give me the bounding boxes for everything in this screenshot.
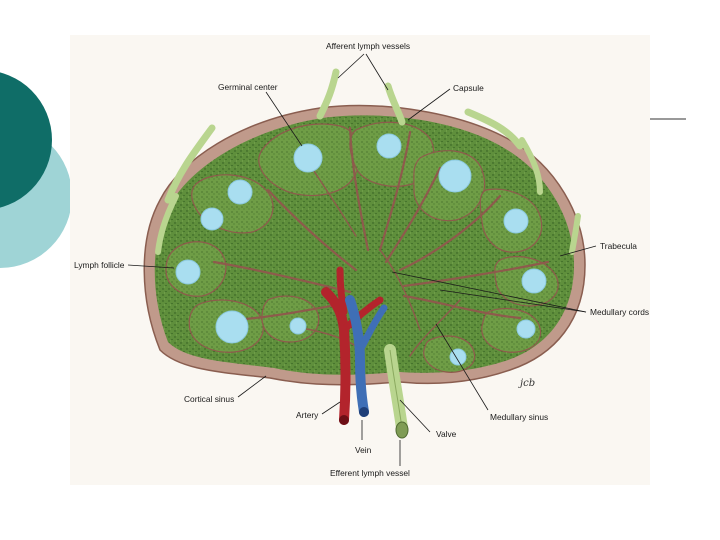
follicle bbox=[215, 310, 249, 344]
leader-lines bbox=[127, 53, 597, 466]
label-medullary-cords: Medullary cords bbox=[590, 307, 649, 317]
labels: Afferent lymph vessels Germinal center C… bbox=[74, 41, 649, 478]
follicle bbox=[521, 268, 547, 294]
label-artery: Artery bbox=[296, 410, 319, 420]
follicle bbox=[200, 207, 224, 231]
efferent-lymph-vessel bbox=[384, 344, 409, 439]
label-vein: Vein bbox=[355, 445, 372, 455]
valve bbox=[395, 421, 409, 439]
follicle bbox=[289, 317, 307, 335]
label-trabecula: Trabecula bbox=[600, 241, 637, 251]
label-cortical-sinus: Cortical sinus bbox=[184, 394, 234, 404]
follicle bbox=[376, 133, 402, 159]
lymph-node-illustration: jcb bbox=[70, 35, 650, 485]
artist-signature: jcb bbox=[518, 378, 535, 389]
vein bbox=[345, 295, 369, 417]
label-lymph-follicle: Lymph follicle bbox=[74, 260, 125, 270]
slide-decoration bbox=[0, 72, 72, 268]
label-germinal-center: Germinal center bbox=[218, 82, 278, 92]
trabeculae bbox=[212, 126, 550, 357]
blood-vessels bbox=[321, 266, 388, 425]
lymph-follicle bbox=[175, 259, 201, 285]
follicle bbox=[438, 159, 472, 193]
afferent-lymph-vessels bbox=[155, 68, 581, 255]
label-valve: Valve bbox=[436, 429, 457, 439]
label-capsule: Capsule bbox=[453, 83, 484, 93]
label-efferent-lymph-vessel: Efferent lymph vessel bbox=[330, 468, 410, 478]
follicle bbox=[516, 319, 536, 339]
decor-circle-dark bbox=[0, 72, 52, 208]
follicles bbox=[175, 133, 547, 366]
follicle bbox=[503, 208, 529, 234]
label-medullary-sinus: Medullary sinus bbox=[490, 412, 548, 422]
germinal-center bbox=[293, 143, 323, 173]
follicle bbox=[227, 179, 253, 205]
label-afferent-lymph-vessels: Afferent lymph vessels bbox=[326, 41, 410, 51]
